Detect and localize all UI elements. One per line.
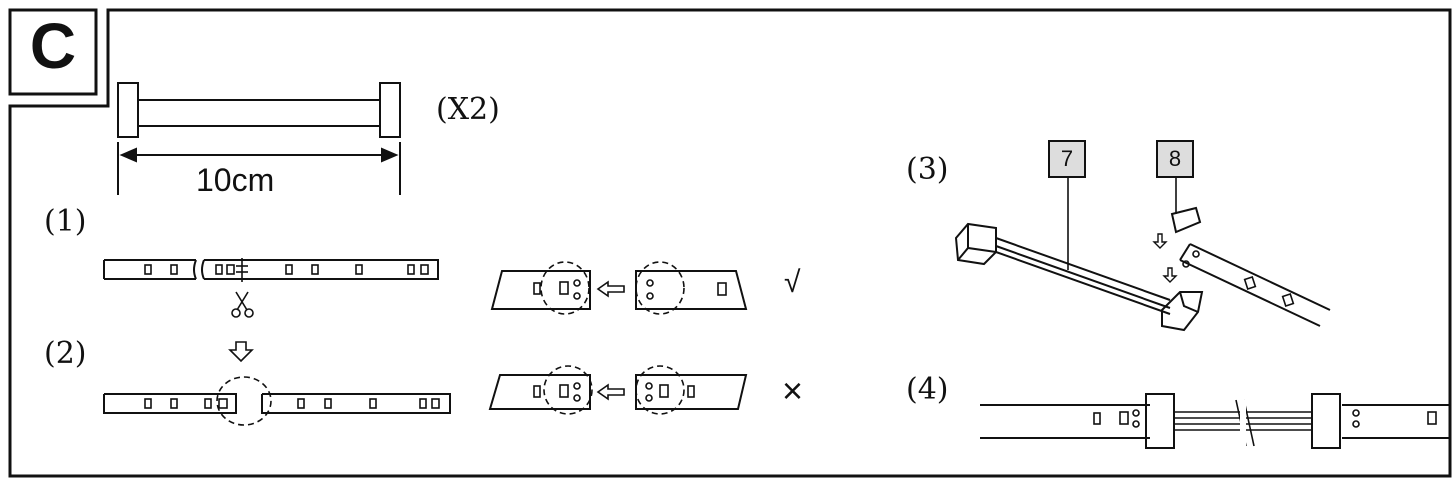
step3-drawing (954, 176, 1331, 332)
outer-frame (8, 8, 1452, 478)
detail-wrong (488, 365, 748, 415)
step-3-label: (3) (906, 152, 949, 187)
strip-step2 (103, 376, 451, 426)
callout-7: 7 (1048, 140, 1086, 178)
strip-step1 (103, 258, 439, 282)
scissors-icon (231, 291, 254, 318)
step-4-label: (4) (906, 372, 949, 407)
step-1-label: (1) (44, 204, 87, 239)
quantity-label: (X2) (436, 92, 500, 127)
length-label: 10cm (196, 162, 275, 198)
callout-8: 8 (1156, 140, 1194, 178)
section-letter: C (29, 10, 77, 82)
step-2-label: (2) (44, 336, 87, 371)
check-icon: √ (784, 266, 801, 299)
detail-correct (490, 261, 748, 315)
down-arrow-icon (228, 341, 254, 363)
cross-icon: × (782, 370, 804, 411)
connector-cable-drawing (117, 82, 401, 195)
step4-drawing (980, 393, 1450, 449)
left-arrow-icon (596, 280, 625, 298)
